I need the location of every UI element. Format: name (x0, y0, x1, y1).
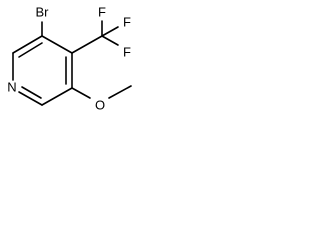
chemical-structure-diagram: Br N O F F F (7, 5, 132, 113)
bond-c5-o (71, 87, 91, 99)
bond-cf3-f-right (101, 26, 119, 37)
bond-c3-c4 (41, 35, 73, 54)
atom-label-o: O (95, 98, 105, 113)
atom-label-f-right: F (123, 15, 131, 30)
bond-c6-n1-inner (21, 86, 42, 99)
atom-label-f-bottom: F (123, 45, 131, 60)
bond-cf3-f-bottom (101, 35, 119, 46)
bond-c2-c3 (12, 35, 43, 54)
pyridine-ring (12, 35, 73, 106)
atom-label-f-top: F (98, 5, 106, 20)
atom-labels: Br N O F F F (7, 5, 131, 113)
atom-label-n: N (7, 80, 16, 95)
substituent-bonds (41, 20, 132, 99)
bond-c6-n1 (18, 91, 43, 106)
atom-label-br: Br (36, 5, 50, 20)
bond-c5-c6 (41, 87, 73, 106)
bond-c2-c3-inner (18, 42, 43, 58)
bond-o-ch3 (108, 85, 132, 99)
bond-c4-cf3 (71, 35, 103, 54)
